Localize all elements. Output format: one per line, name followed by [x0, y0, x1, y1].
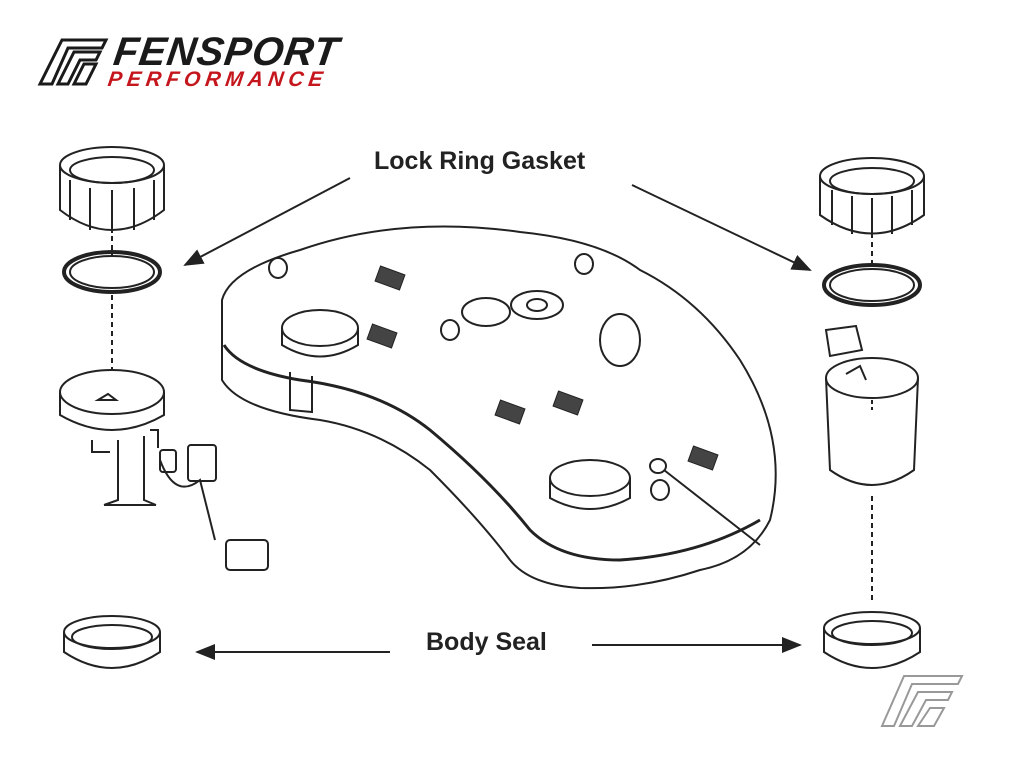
tank-pump-opening-left — [281, 309, 359, 358]
label-lock-ring-gasket: Lock Ring Gasket — [374, 147, 586, 175]
arrow-gasket-left — [183, 177, 351, 266]
right-lock-ring-gasket — [822, 263, 922, 307]
fensport-logo: FENSPORT PERFORMANCE — [36, 30, 342, 92]
left-body-seal — [63, 615, 161, 669]
right-lock-ring — [819, 157, 925, 238]
left-fuel-pump-module — [59, 369, 269, 571]
logo-mark-icon — [37, 38, 109, 86]
fuel-tank — [221, 225, 777, 590]
tank-pump-opening-right — [549, 459, 631, 510]
left-lock-ring-gasket — [62, 250, 162, 294]
arrow-gasket-right — [631, 184, 812, 271]
right-pump-assembly — [819, 157, 925, 669]
logo-tagline-text: PERFORMANCE — [106, 68, 330, 91]
left-pump-assembly — [59, 146, 269, 669]
right-body-seal — [823, 611, 921, 669]
left-lock-ring — [59, 146, 165, 233]
label-body-seal: Body Seal — [426, 628, 547, 656]
right-fuel-pump-module — [824, 324, 919, 486]
watermark-logo-icon — [880, 675, 964, 727]
arrows — [183, 177, 812, 660]
